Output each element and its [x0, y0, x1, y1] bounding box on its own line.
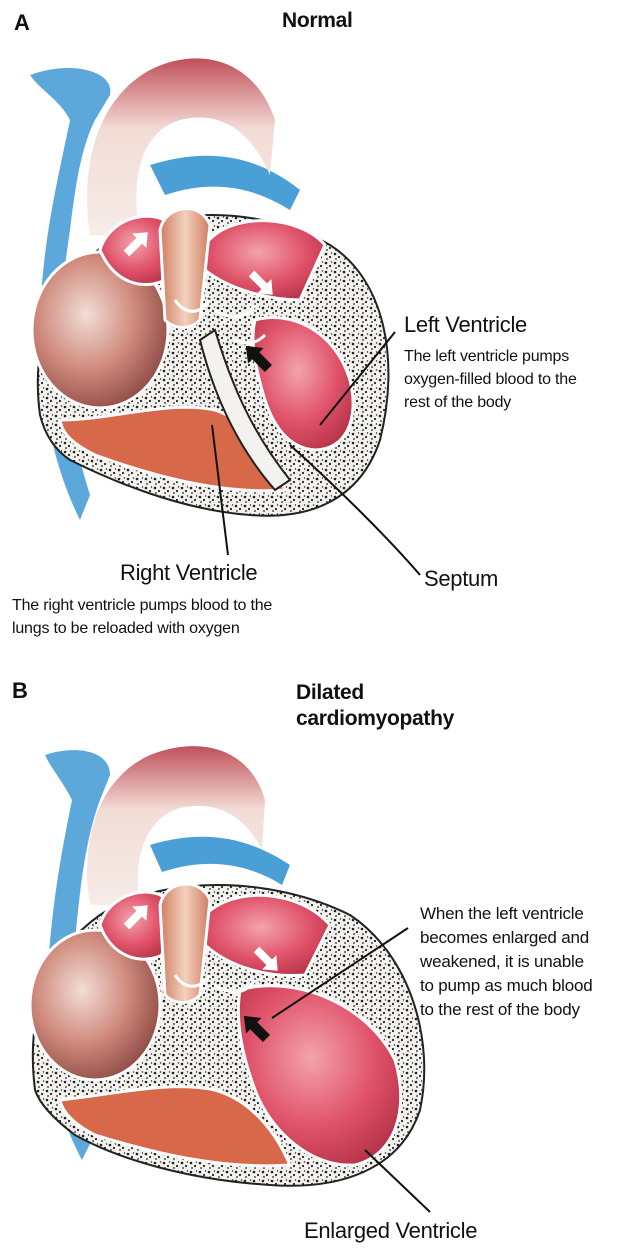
normal-heart-illustration — [30, 58, 388, 520]
septum-label: Septum — [424, 566, 498, 592]
right-ventricle-desc-line: The right ventricle pumps blood to the — [12, 594, 272, 617]
left-ventricle-desc-line: rest of the body — [404, 391, 577, 414]
panel-b-title: Dilated cardiomyopathy — [296, 680, 454, 732]
panel-b-title-line: cardiomyopathy — [296, 706, 454, 732]
dilation-annotation-line: When the left ventricle — [420, 902, 593, 926]
dilation-annotation: When the left ventricle becomes enlarged… — [420, 902, 593, 1022]
panel-b-letter: B — [12, 678, 28, 704]
dilation-annotation-line: to pump as much blood — [420, 974, 593, 998]
panel-a-letter: A — [14, 10, 30, 36]
dilation-annotation-line: to the rest of the body — [420, 998, 593, 1022]
right-ventricle-label: Right Ventricle — [120, 560, 257, 586]
dilated-heart-illustration — [30, 746, 424, 1186]
enlarged-ventricle-leader — [365, 1150, 430, 1212]
right-ventricle-description: The right ventricle pumps blood to the l… — [12, 594, 272, 640]
pulmonary-vein-blue — [150, 156, 300, 210]
dilation-annotation-line: weakened, it is unable — [420, 950, 593, 974]
left-ventricle-label: Left Ventricle — [404, 312, 527, 338]
left-ventricle-description: The left ventricle pumps oxygen-filled b… — [404, 345, 577, 414]
left-ventricle-desc-line: The left ventricle pumps — [404, 345, 577, 368]
pulmonary-vein-blue-b — [150, 837, 290, 885]
dilation-annotation-line: becomes enlarged and — [420, 926, 593, 950]
left-ventricle-desc-line: oxygen-filled blood to the — [404, 368, 577, 391]
enlarged-ventricle-label: Enlarged Ventricle — [304, 1218, 477, 1244]
aortic-arch-b — [87, 746, 265, 905]
panel-a-title: Normal — [282, 8, 353, 34]
panel-b-title-line: Dilated — [296, 680, 454, 706]
right-ventricle-desc-line: lungs to be reloaded with oxygen — [12, 617, 272, 640]
